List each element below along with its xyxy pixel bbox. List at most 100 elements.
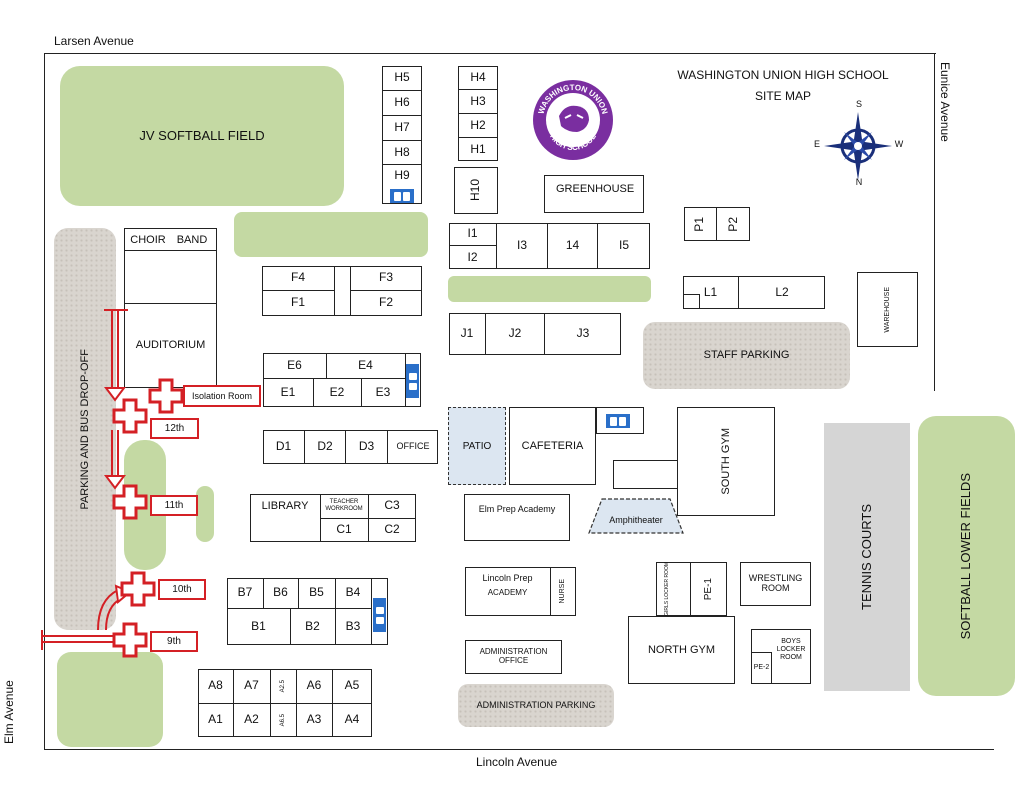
building-north-gym: NORTH GYM	[628, 616, 735, 684]
admin-office-label: ADMINISTRATION OFFICE	[479, 647, 548, 665]
compass-rose-icon: S N E W	[813, 99, 903, 188]
room-c3: C3	[384, 498, 400, 513]
room-d1: D1	[263, 430, 305, 464]
property-line-west	[44, 53, 45, 750]
south-gym-annex	[613, 460, 678, 489]
first-aid-cross-icon	[148, 378, 184, 414]
parking-bus-dropoff: PARKING AND BUS DROP-OFF	[54, 228, 116, 630]
room-office: OFFICE	[396, 441, 430, 452]
administration-parking: ADMINISTRATION PARKING	[458, 684, 614, 727]
room-a5: A5	[344, 678, 360, 693]
building-i	[449, 223, 650, 269]
building-elm-prep-academy: Elm Prep Academy	[464, 494, 570, 541]
dropoff-11th-cross-icon	[112, 484, 148, 520]
map-title: WASHINGTON UNION HIGH SCHOOL	[677, 68, 889, 83]
tennis-courts: TENNIS COURTS	[824, 423, 910, 691]
grade-12th-label: 12th	[150, 418, 199, 439]
room-b6: B6	[273, 585, 288, 600]
nurse-label: NURSE	[559, 579, 567, 604]
building-cafeteria: CAFETERIA	[509, 407, 596, 485]
room-p2: P2	[725, 216, 740, 232]
room-p1: P1	[692, 216, 707, 232]
room-l1: L1	[683, 276, 739, 309]
room-i3: I3	[497, 223, 548, 269]
room-j3: J3	[576, 326, 590, 341]
green-lawn-west-small	[196, 486, 214, 542]
room-h9: H9	[394, 168, 410, 183]
amphitheater: Amphitheater	[588, 498, 684, 534]
room-b5: B5	[309, 585, 324, 600]
room-i1: I1	[449, 223, 497, 246]
school-logo: WASHINGTON UNION HIGH SCHOOL	[531, 78, 615, 162]
room-a7: A7	[244, 678, 259, 693]
room-h1: H1	[470, 141, 486, 156]
building-greenhouse: GREENHOUSE	[544, 175, 644, 213]
room-pe2-box: PE-2	[751, 652, 772, 684]
amphitheater-label: Amphitheater	[609, 515, 663, 526]
property-line-south	[44, 749, 994, 750]
room-a8: A8	[208, 678, 223, 693]
room-b7: B7	[237, 585, 253, 600]
room-e4: E4	[358, 357, 373, 372]
room-a3: A3	[306, 712, 322, 727]
patio: PATIO	[448, 407, 506, 485]
road-larsen-avenue: Larsen Avenue	[54, 34, 134, 48]
building-j	[449, 313, 621, 355]
room-pe1: PE-1	[703, 577, 714, 601]
room-h10: H10	[468, 179, 483, 202]
building-pe	[656, 562, 727, 616]
compass-east-label: E	[813, 139, 820, 150]
building-auditorium	[124, 228, 217, 388]
dropoff-9th-cross-icon	[112, 622, 148, 658]
room-a4: A4	[344, 712, 360, 727]
room-l-closet	[683, 294, 700, 309]
room-i5: I5	[618, 238, 629, 253]
room-d3: D3	[346, 430, 388, 464]
room-b4: B4	[345, 585, 361, 600]
room-e1: E1	[280, 384, 296, 399]
room-pe2: PE-2	[753, 664, 770, 672]
restroom-icon-e	[406, 364, 419, 398]
patio-label: PATIO	[462, 440, 492, 452]
dropoff-route-arrows	[41, 309, 132, 650]
restroom-icon-cafeteria	[606, 414, 630, 428]
room-c2: C2	[384, 522, 400, 537]
room-i2: I2	[449, 246, 497, 269]
compass-north-label: N	[855, 177, 863, 188]
building-f	[262, 266, 422, 316]
staff-parking: STAFF PARKING	[643, 322, 850, 389]
building-administration-office: ADMINISTRATION OFFICE	[465, 640, 562, 674]
warehouse-label: WAREHOUSE	[883, 286, 891, 333]
wrestling-room-label: WRESTLING ROOM	[748, 573, 803, 593]
property-line-east	[934, 53, 935, 391]
room-l2: L2	[775, 284, 789, 299]
softball-lower-fields: SOFTBALL LOWER FIELDS	[918, 416, 1015, 696]
building-b	[227, 578, 388, 645]
room-c1: C1	[336, 522, 352, 537]
green-strip-f	[234, 212, 428, 257]
dropoff-12th-cross-icon	[112, 398, 148, 434]
choir-label: CHOIR	[130, 233, 166, 246]
room-f2: F2	[378, 295, 393, 310]
room-e3: E3	[375, 384, 391, 399]
room-a2-5: A2.5	[279, 679, 286, 693]
room-b2: B2	[305, 618, 320, 633]
room-a1: A1	[208, 712, 223, 727]
room-h4: H4	[458, 66, 498, 90]
room-b3: B3	[345, 618, 361, 633]
room-a2: A2	[244, 712, 259, 727]
green-lawn-sw	[57, 652, 163, 747]
teacher-workroom: TEACHER WORKROOM	[325, 499, 363, 512]
jv-softball-field: JV SOFTBALL FIELD	[60, 66, 344, 206]
room-h3: H3	[458, 90, 498, 114]
girls-locker-room: GIRLS LOCKER ROOM	[664, 562, 670, 616]
room-a6-5: A6.5	[279, 713, 286, 727]
room-f3: F3	[378, 270, 393, 285]
staff-parking-label: STAFF PARKING	[703, 349, 790, 362]
lincoln-prep-label: Lincoln Prep	[482, 573, 533, 584]
room-14: 14	[548, 223, 598, 269]
boys-locker-room: BOYS LOCKER ROOM	[776, 638, 806, 661]
softball-lower-fields-label: SOFTBALL LOWER FIELDS	[958, 472, 974, 640]
room-b1: B1	[251, 618, 266, 633]
room-h2: H2	[458, 114, 498, 138]
